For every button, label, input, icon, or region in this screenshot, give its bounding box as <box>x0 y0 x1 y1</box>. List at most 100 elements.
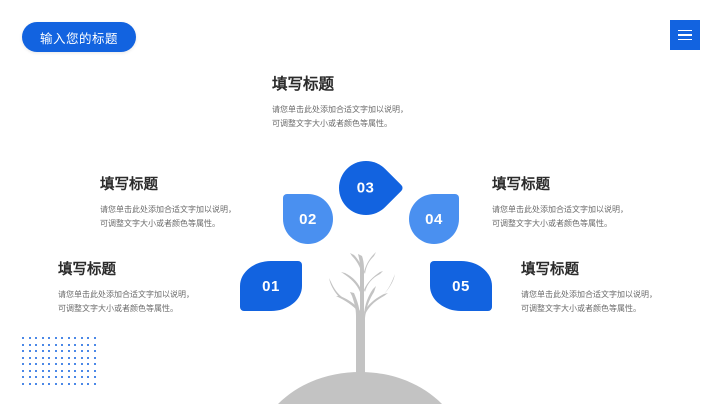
text-block-left-lower-line2: 可调整文字大小或者颜色等属性。 <box>58 304 178 313</box>
dot <box>22 363 24 365</box>
dot <box>48 350 50 352</box>
dot <box>93 382 96 385</box>
dot <box>54 369 57 372</box>
dot <box>67 337 70 339</box>
text-block-top-line1: 请您单击此处添加合适文字加以说明， <box>272 105 408 114</box>
dot <box>28 369 31 372</box>
dot <box>61 363 63 365</box>
dot <box>22 369 24 372</box>
dot <box>93 343 96 346</box>
dot <box>61 376 63 378</box>
dot <box>54 337 57 339</box>
dot <box>74 363 76 365</box>
node-leaf-05[interactable]: 05 <box>430 261 492 311</box>
dot <box>74 343 76 346</box>
dot <box>28 363 31 365</box>
text-block-top-line2: 可调整文字大小或者颜色等属性。 <box>272 119 392 128</box>
dot <box>87 350 89 352</box>
dot <box>87 337 89 339</box>
dot <box>48 369 50 372</box>
dot <box>28 376 31 378</box>
node-number-01: 01 <box>262 277 280 295</box>
dot <box>48 382 50 385</box>
dot <box>67 369 70 372</box>
dot <box>87 376 89 378</box>
dot <box>41 356 44 359</box>
dot <box>54 376 57 378</box>
node-leaf-02[interactable]: 02 <box>283 194 333 244</box>
dot <box>28 356 31 359</box>
text-block-left-upper: 填写标题 请您单击此处添加合适文字加以说明， 可调整文字大小或者颜色等属性。 <box>100 173 236 231</box>
dot <box>48 337 50 339</box>
text-block-top-heading: 填写标题 <box>272 76 335 93</box>
dot <box>41 376 44 378</box>
node-leaf-01[interactable]: 01 <box>240 261 302 311</box>
dot <box>80 343 83 346</box>
dot <box>54 356 57 359</box>
slide-title-pill[interactable]: 输入您的标题 <box>22 22 137 52</box>
dot <box>28 337 31 339</box>
dot <box>54 350 57 352</box>
text-block-right-lower-line2: 可调整文字大小或者颜色等属性。 <box>521 304 641 313</box>
dot <box>80 363 83 365</box>
dot <box>67 343 70 346</box>
text-block-right-upper-line2: 可调整文字大小或者颜色等属性。 <box>492 219 612 228</box>
dot <box>28 382 31 385</box>
node-number-04: 04 <box>425 210 443 228</box>
menu-bar-1 <box>678 29 692 32</box>
dot <box>35 376 37 378</box>
dot <box>22 382 24 385</box>
dot <box>28 343 31 346</box>
dot <box>74 337 76 339</box>
dot <box>35 363 37 365</box>
slide-title-text: 输入您的标题 <box>40 31 119 46</box>
dot <box>28 350 31 352</box>
menu-bar-3 <box>678 38 692 41</box>
text-block-right-lower: 填写标题 请您单击此处添加合适文字加以说明， 可调整文字大小或者颜色等属性。 <box>521 258 657 316</box>
dot <box>93 369 96 372</box>
dot <box>61 382 63 385</box>
dot <box>80 369 83 372</box>
dot <box>80 337 83 339</box>
node-number-02: 02 <box>299 210 317 228</box>
dot <box>67 382 70 385</box>
dot <box>67 350 70 352</box>
dot <box>35 356 37 359</box>
dot <box>48 376 50 378</box>
hamburger-menu-icon[interactable] <box>670 20 700 50</box>
dot <box>74 350 76 352</box>
text-block-left-upper-heading: 填写标题 <box>100 177 158 193</box>
dot <box>22 343 24 346</box>
dot <box>48 356 50 359</box>
dot <box>41 369 44 372</box>
dot <box>54 363 57 365</box>
dot <box>61 350 63 352</box>
dot <box>61 343 63 346</box>
dot <box>54 343 57 346</box>
dot <box>41 343 44 346</box>
dot <box>80 376 83 378</box>
dot <box>22 376 24 378</box>
text-block-right-upper-line1: 请您单击此处添加合适文字加以说明， <box>492 205 628 214</box>
gray-tree-illustration <box>270 196 450 405</box>
dot <box>35 350 37 352</box>
dot <box>35 369 37 372</box>
dot <box>48 363 50 365</box>
text-block-left-lower-heading: 填写标题 <box>58 262 116 278</box>
dot <box>67 356 70 359</box>
dot <box>41 337 44 339</box>
dot <box>61 337 63 339</box>
dot <box>93 363 96 365</box>
dot-grid-decoration <box>22 337 98 385</box>
dot <box>35 337 37 339</box>
dot <box>80 350 83 352</box>
node-leaf-04[interactable]: 04 <box>409 194 459 244</box>
dot <box>61 369 63 372</box>
dot <box>87 343 89 346</box>
dot <box>87 382 89 385</box>
dot <box>41 350 44 352</box>
dot <box>80 382 83 385</box>
text-block-right-lower-heading: 填写标题 <box>521 262 579 278</box>
dot <box>74 369 76 372</box>
